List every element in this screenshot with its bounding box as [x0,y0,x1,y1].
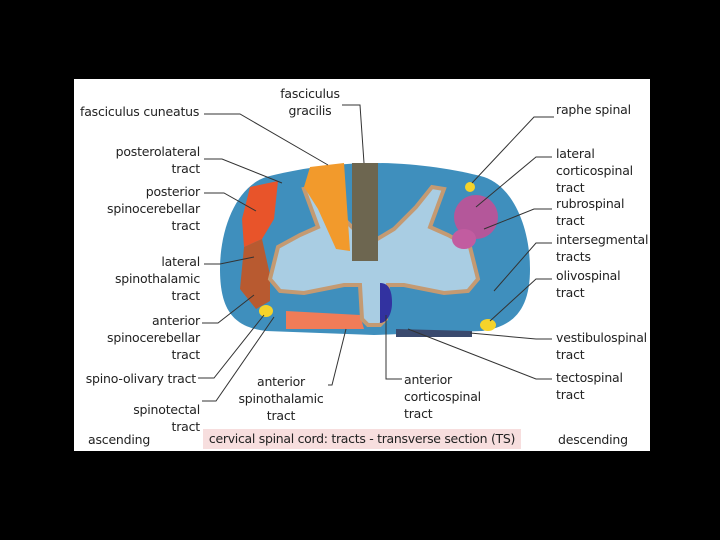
leader-line [407,328,552,380]
anterior-spinothalamic-tract-label: anterior spinothalamic tract [238,374,324,423]
raphe-spinal-label: raphe spinal [556,102,631,117]
anterior-corticospinal-region [380,283,392,323]
leader-line [342,104,365,164]
figure-caption: cervical spinal cord: tracts - transvers… [203,429,521,449]
leader-line [385,315,402,380]
leader-line [204,192,257,212]
anterior-corticospinal-tract-label: anterior corticospinal tract [404,372,481,421]
leader-line [204,158,283,184]
posterolateral-tract-label: posterolateral tract [115,144,201,176]
fasciculus-cuneatus-label: fasciculus cuneatus [80,104,200,119]
tectospinal-tract-label: tectospinal tract [556,370,623,402]
vestibulospinal-tract-label: vestibulospinal tract [556,330,647,362]
posterior-spinocerebellar-region [242,181,278,247]
leader-line [493,242,552,292]
anterior-spinocerebellar-tract-label: anterior spinocerebellar tract [107,313,200,362]
olivospinal-region [480,319,496,331]
olivospinal-tract-label: olivospinal tract [556,268,621,300]
diagram-panel: fasciculus cuneatus fasciculus gracilis … [74,79,650,451]
lateral-corticospinal-tract-label: lateral corticospinal tract [556,146,633,195]
intersegmental-tracts-label: intersegmental tracts [556,232,649,264]
spino-olivary-region [259,305,273,317]
leader-line [483,208,552,230]
leader-line [204,113,329,166]
descending-label: descending [558,432,628,447]
spino-olivary-tract-label: spino-olivary tract [85,371,197,386]
leader-line [328,328,347,386]
fasciculus-gracilis-label: fasciculus gracilis [280,86,340,118]
leader-line [469,332,552,340]
leader-line [475,156,552,208]
leader-line [489,278,552,322]
fasciculus-gracilis-region [352,163,378,261]
spinotectal-tract-label: spinotectal tract [133,402,200,434]
leader-line [202,294,255,324]
lateral-spinothalamic-region [240,239,270,309]
lateral-spinothalamic-tract-label: lateral spinothalamic tract [114,254,200,303]
leader-line [471,116,554,184]
vestibulospinal-region [396,329,472,337]
leader-line [198,314,265,379]
leader-lines [198,104,554,402]
leader-line [202,316,275,402]
lateral-corticospinal-region [452,229,476,249]
fasciculus-cuneatus-region [304,163,350,251]
spinal-cord-diagram [198,104,554,402]
ascending-label: ascending [88,432,151,447]
rubrospinal-tract-label: rubrospinal tract [556,196,625,228]
anterior-spinothalamic-region [286,311,364,329]
raphe-spinal-region [465,182,475,192]
leader-line [204,256,255,265]
posterior-spinocerebellar-tract-label: posterior spinocerebellar tract [107,184,200,233]
